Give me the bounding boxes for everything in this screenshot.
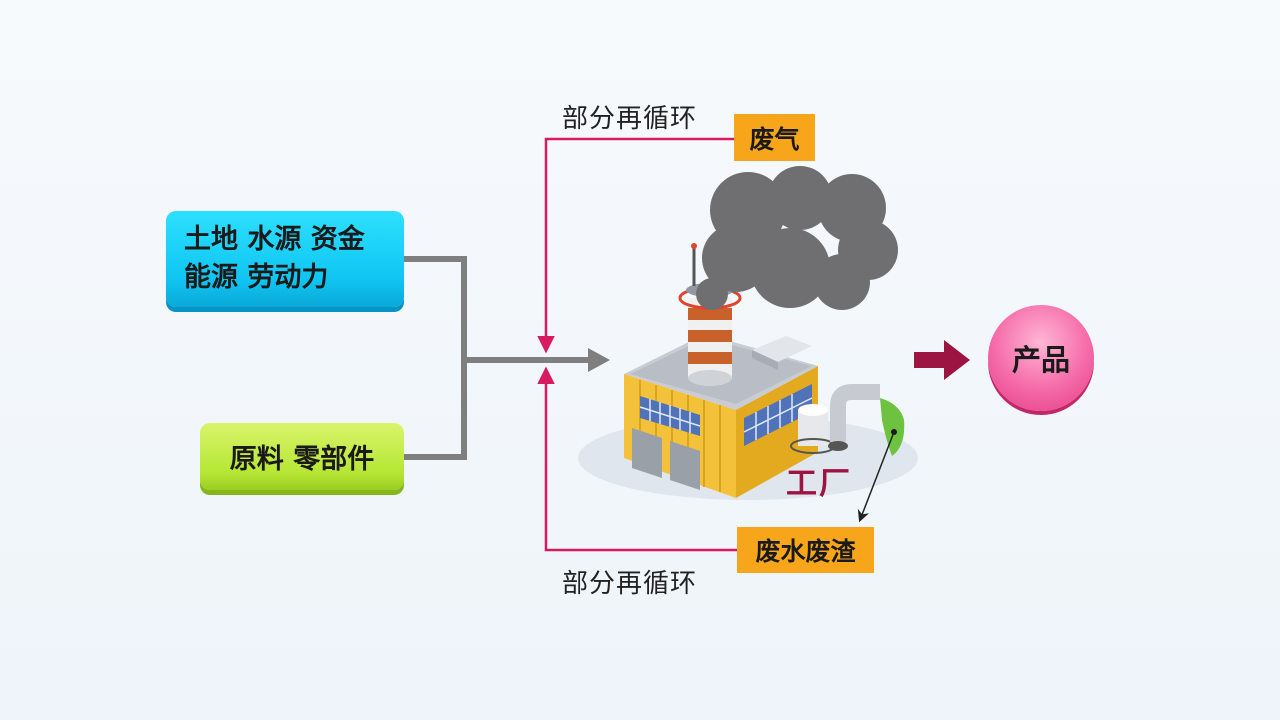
recycle-loop-bottom	[537, 366, 737, 552]
resources-box: 土地 水源 资金 能源 劳动力	[166, 211, 404, 307]
waste-liquid	[880, 398, 905, 456]
waste-pointer	[857, 431, 895, 523]
factory-label: 工厂	[786, 466, 852, 502]
input-flow-lines	[404, 256, 590, 460]
product-arrow	[914, 340, 970, 380]
resources-line-1: 土地 水源 资金	[184, 224, 365, 255]
resources-line-2: 能源 劳动力	[184, 262, 329, 293]
factory-illustration	[578, 166, 918, 500]
smoke-cloud	[696, 166, 898, 310]
materials-label: 原料 零部件	[229, 444, 375, 475]
recycle-loop-top	[537, 137, 734, 354]
recycle-label-top: 部分再循环	[562, 104, 698, 134]
exhaust-tag: 废气	[734, 114, 815, 161]
wastewater-tag: 废水废渣	[737, 527, 874, 573]
input-arrow-head	[588, 348, 610, 372]
resources-connector	[404, 256, 467, 460]
materials-box: 原料 零部件	[200, 423, 404, 490]
product-label: 产品	[1011, 343, 1070, 377]
recycle-loops	[537, 137, 737, 552]
recycle-label-bottom: 部分再循环	[562, 569, 698, 599]
product-node: 产品	[988, 305, 1094, 411]
